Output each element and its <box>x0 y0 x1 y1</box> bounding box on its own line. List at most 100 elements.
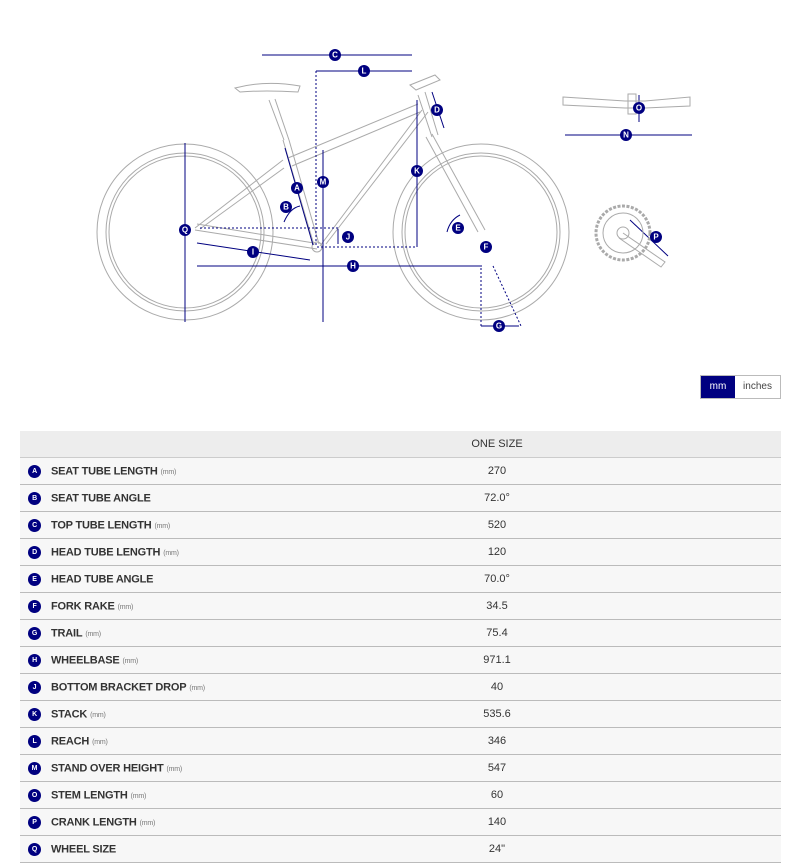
svg-text:G: G <box>496 322 502 331</box>
svg-text:F: F <box>484 243 489 252</box>
measurement-label: STEM LENGTH <box>51 788 128 801</box>
measurement-name: O STEM LENGTH(mm) <box>20 781 442 809</box>
svg-text:I: I <box>252 248 254 257</box>
table-row: C TOP TUBE LENGTH(mm) 520 <box>20 511 781 539</box>
measurement-unit: (mm) <box>154 522 171 530</box>
measurement-label: TOP TUBE LENGTH <box>51 518 152 531</box>
measurement-key-badge: D <box>28 545 41 559</box>
badge-l: L <box>358 65 370 77</box>
measurement-key-badge: P <box>28 815 41 829</box>
measurement-label: HEAD TUBE ANGLE <box>51 572 154 585</box>
measurement-key-badge: A <box>28 464 41 478</box>
measurement-key-badge: G <box>28 626 41 640</box>
measurement-key-badge: J <box>28 680 41 694</box>
measurement-value: 72.0° <box>442 484 781 512</box>
measurement-value: 70.0° <box>442 565 781 593</box>
svg-text:E: E <box>455 224 461 233</box>
measurement-value: 520 <box>442 511 781 539</box>
dimension-lines <box>184 54 692 327</box>
measurement-unit: (mm) <box>163 549 179 557</box>
svg-text:A: A <box>294 184 300 193</box>
badge-d: D <box>431 104 443 116</box>
measurement-name: C TOP TUBE LENGTH(mm) <box>20 511 442 539</box>
measurement-value: 24" <box>442 835 781 863</box>
badge-a: A <box>291 182 303 194</box>
table-row: F FORK RAKE(mm) 34.5 <box>20 592 781 620</box>
measurement-value: 971.1 <box>442 646 781 674</box>
measurement-name: E HEAD TUBE ANGLE <box>20 565 442 593</box>
badge-k: K <box>411 165 423 177</box>
measurement-key-badge: F <box>28 599 41 613</box>
svg-text:C: C <box>332 51 338 60</box>
size-column-header: ONE SIZE <box>442 431 781 458</box>
measurement-unit: (mm) <box>90 711 106 719</box>
badge-m: M <box>317 176 329 188</box>
measurement-value: 346 <box>442 727 781 755</box>
measurement-label: FORK RAKE <box>51 599 115 612</box>
svg-text:P: P <box>653 233 659 242</box>
measurement-unit: (mm) <box>117 603 134 611</box>
measurement-unit: (mm) <box>130 792 147 800</box>
badge-i: I <box>247 246 259 258</box>
measurement-unit: (mm) <box>85 630 101 638</box>
measurement-key-badge: C <box>28 518 41 532</box>
measurement-value: 140 <box>442 808 781 836</box>
svg-text:K: K <box>414 167 420 176</box>
unit-toggle: mm inches <box>700 375 781 399</box>
svg-text:J: J <box>346 233 350 242</box>
badge-c: C <box>329 49 341 61</box>
unit-inches-button[interactable]: inches <box>743 381 772 392</box>
table-row: G TRAIL(mm) 75.4 <box>20 619 781 647</box>
measurement-label: REACH <box>51 734 90 747</box>
measurement-key-badge: K <box>28 707 41 721</box>
measurement-value: 535.6 <box>442 700 781 728</box>
measurement-label: SEAT TUBE ANGLE <box>51 491 151 504</box>
measurement-unit: (mm) <box>92 738 108 746</box>
table-row: O STEM LENGTH(mm) 60 <box>20 781 781 809</box>
measurement-name: G TRAIL(mm) <box>20 619 442 647</box>
badge-o: O <box>633 102 645 114</box>
measurement-value: 75.4 <box>442 619 781 647</box>
table-row: L REACH(mm) 346 <box>20 727 781 755</box>
svg-text:L: L <box>362 67 367 76</box>
measurement-value: 34.5 <box>442 592 781 620</box>
measurement-label: TRAIL <box>51 626 83 639</box>
measurement-label: WHEELBASE <box>51 653 120 666</box>
measurement-key-badge: O <box>28 788 41 802</box>
measurement-key-badge: L <box>28 734 41 748</box>
measurement-key-badge: E <box>28 572 41 586</box>
measurement-key-badge: H <box>28 653 41 667</box>
measurement-name: L REACH(mm) <box>20 727 442 755</box>
measurement-label: SEAT TUBE LENGTH <box>51 464 158 477</box>
measurement-name: F FORK RAKE(mm) <box>20 592 442 620</box>
unit-mm-button[interactable]: mm <box>701 376 735 398</box>
svg-text:H: H <box>350 262 356 271</box>
badge-g: G <box>493 320 505 332</box>
measurement-value: 40 <box>442 673 781 701</box>
measurement-unit: (mm) <box>166 765 183 773</box>
measurement-unit: (mm) <box>189 684 205 692</box>
measurement-value: 547 <box>442 754 781 782</box>
measurement-unit: (mm) <box>139 819 156 827</box>
measurement-value: 60 <box>442 781 781 809</box>
badge-b: B <box>280 201 292 213</box>
dimension-badges: C L M K Q H I J A B D E F G O N P <box>179 49 662 332</box>
measurement-value: 270 <box>442 457 781 485</box>
badge-f: F <box>480 241 492 253</box>
